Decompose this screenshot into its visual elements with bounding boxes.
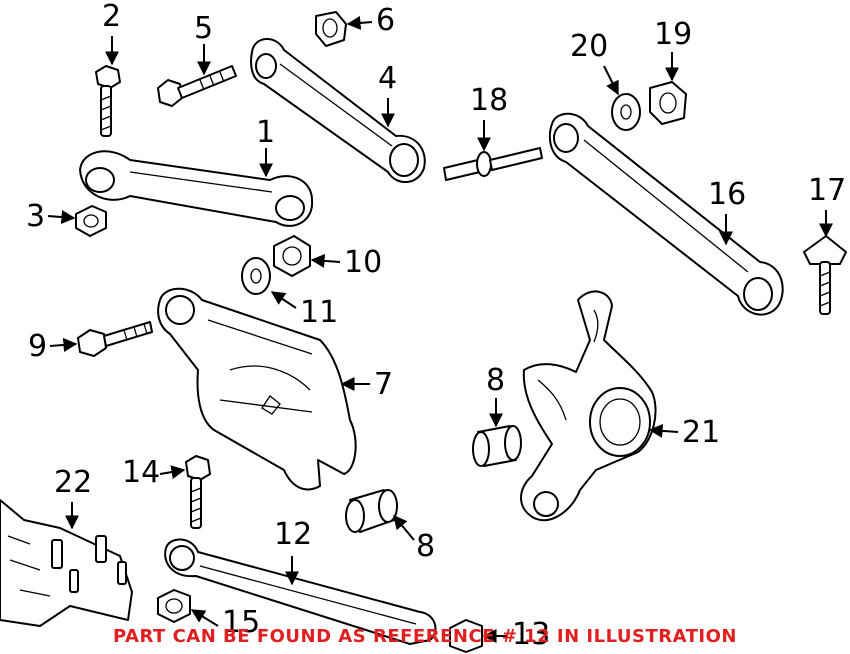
- callout-13: 13: [512, 617, 551, 652]
- leader-10: [310, 253, 341, 268]
- part-5-bolt: [157, 65, 237, 107]
- part-3-nut: [75, 205, 107, 237]
- callout-7: 7: [374, 367, 394, 402]
- part-10-nut: [273, 235, 311, 277]
- callout-12: 12: [274, 517, 313, 552]
- part-6-nut: [315, 11, 347, 47]
- callout-2: 2: [102, 0, 122, 34]
- callout-15: 15: [222, 605, 261, 640]
- part-15-nut: [157, 589, 191, 623]
- leader-21: [648, 423, 679, 438]
- part-14-bolt: [185, 455, 211, 529]
- callout-8-upper: 8: [486, 363, 506, 398]
- callout-11: 11: [300, 295, 339, 330]
- part-8-bushing-upper: [472, 425, 522, 467]
- part-11-washer: [241, 257, 271, 295]
- callout-8-lower: 8: [416, 529, 436, 564]
- leader-15: [190, 609, 219, 627]
- callout-6: 6: [376, 3, 396, 38]
- part-21-knuckle: [520, 290, 657, 521]
- part-1-control-arm: [79, 150, 314, 227]
- callout-18: 18: [470, 83, 509, 118]
- leader-lines: [47, 15, 833, 643]
- part-18-pin: [443, 147, 543, 181]
- callout-17: 17: [808, 173, 847, 208]
- callout-4: 4: [378, 61, 398, 96]
- part-19-nut: [649, 81, 687, 125]
- part-17-bolt: [803, 235, 847, 315]
- callout-16: 16: [708, 177, 747, 212]
- callout-9: 9: [28, 329, 48, 364]
- leader-11: [270, 291, 297, 309]
- part-9-bolt: [77, 321, 153, 357]
- callout-3: 3: [26, 199, 46, 234]
- part-7-lower-arm: [157, 287, 357, 491]
- part-20-washer: [611, 93, 641, 131]
- part-2-bolt: [95, 65, 121, 137]
- part-13-nut: [449, 619, 483, 653]
- part-4-arm: [250, 38, 426, 183]
- callout-19: 19: [654, 17, 693, 52]
- part-22-bracket: [0, 499, 133, 627]
- callout-20: 20: [570, 29, 609, 64]
- part-12-arm: [164, 538, 437, 645]
- callout-21: 21: [682, 415, 721, 450]
- reference-note: PART CAN BE FOUND AS REFERENCE # 12 IN I…: [113, 626, 737, 647]
- callout-5: 5: [194, 11, 214, 46]
- leader-8b: [393, 514, 415, 541]
- callout-10: 10: [344, 245, 383, 280]
- leader-9: [49, 337, 78, 352]
- leader-20: [603, 65, 619, 96]
- leader-14: [159, 465, 186, 479]
- part-16-long-arm: [548, 112, 784, 316]
- leader-6: [346, 15, 373, 30]
- callout-14: 14: [122, 455, 161, 490]
- callout-1: 1: [256, 115, 276, 150]
- part-8-bushing-lower: [345, 489, 398, 533]
- callout-22: 22: [54, 465, 93, 500]
- leader-3: [47, 210, 76, 225]
